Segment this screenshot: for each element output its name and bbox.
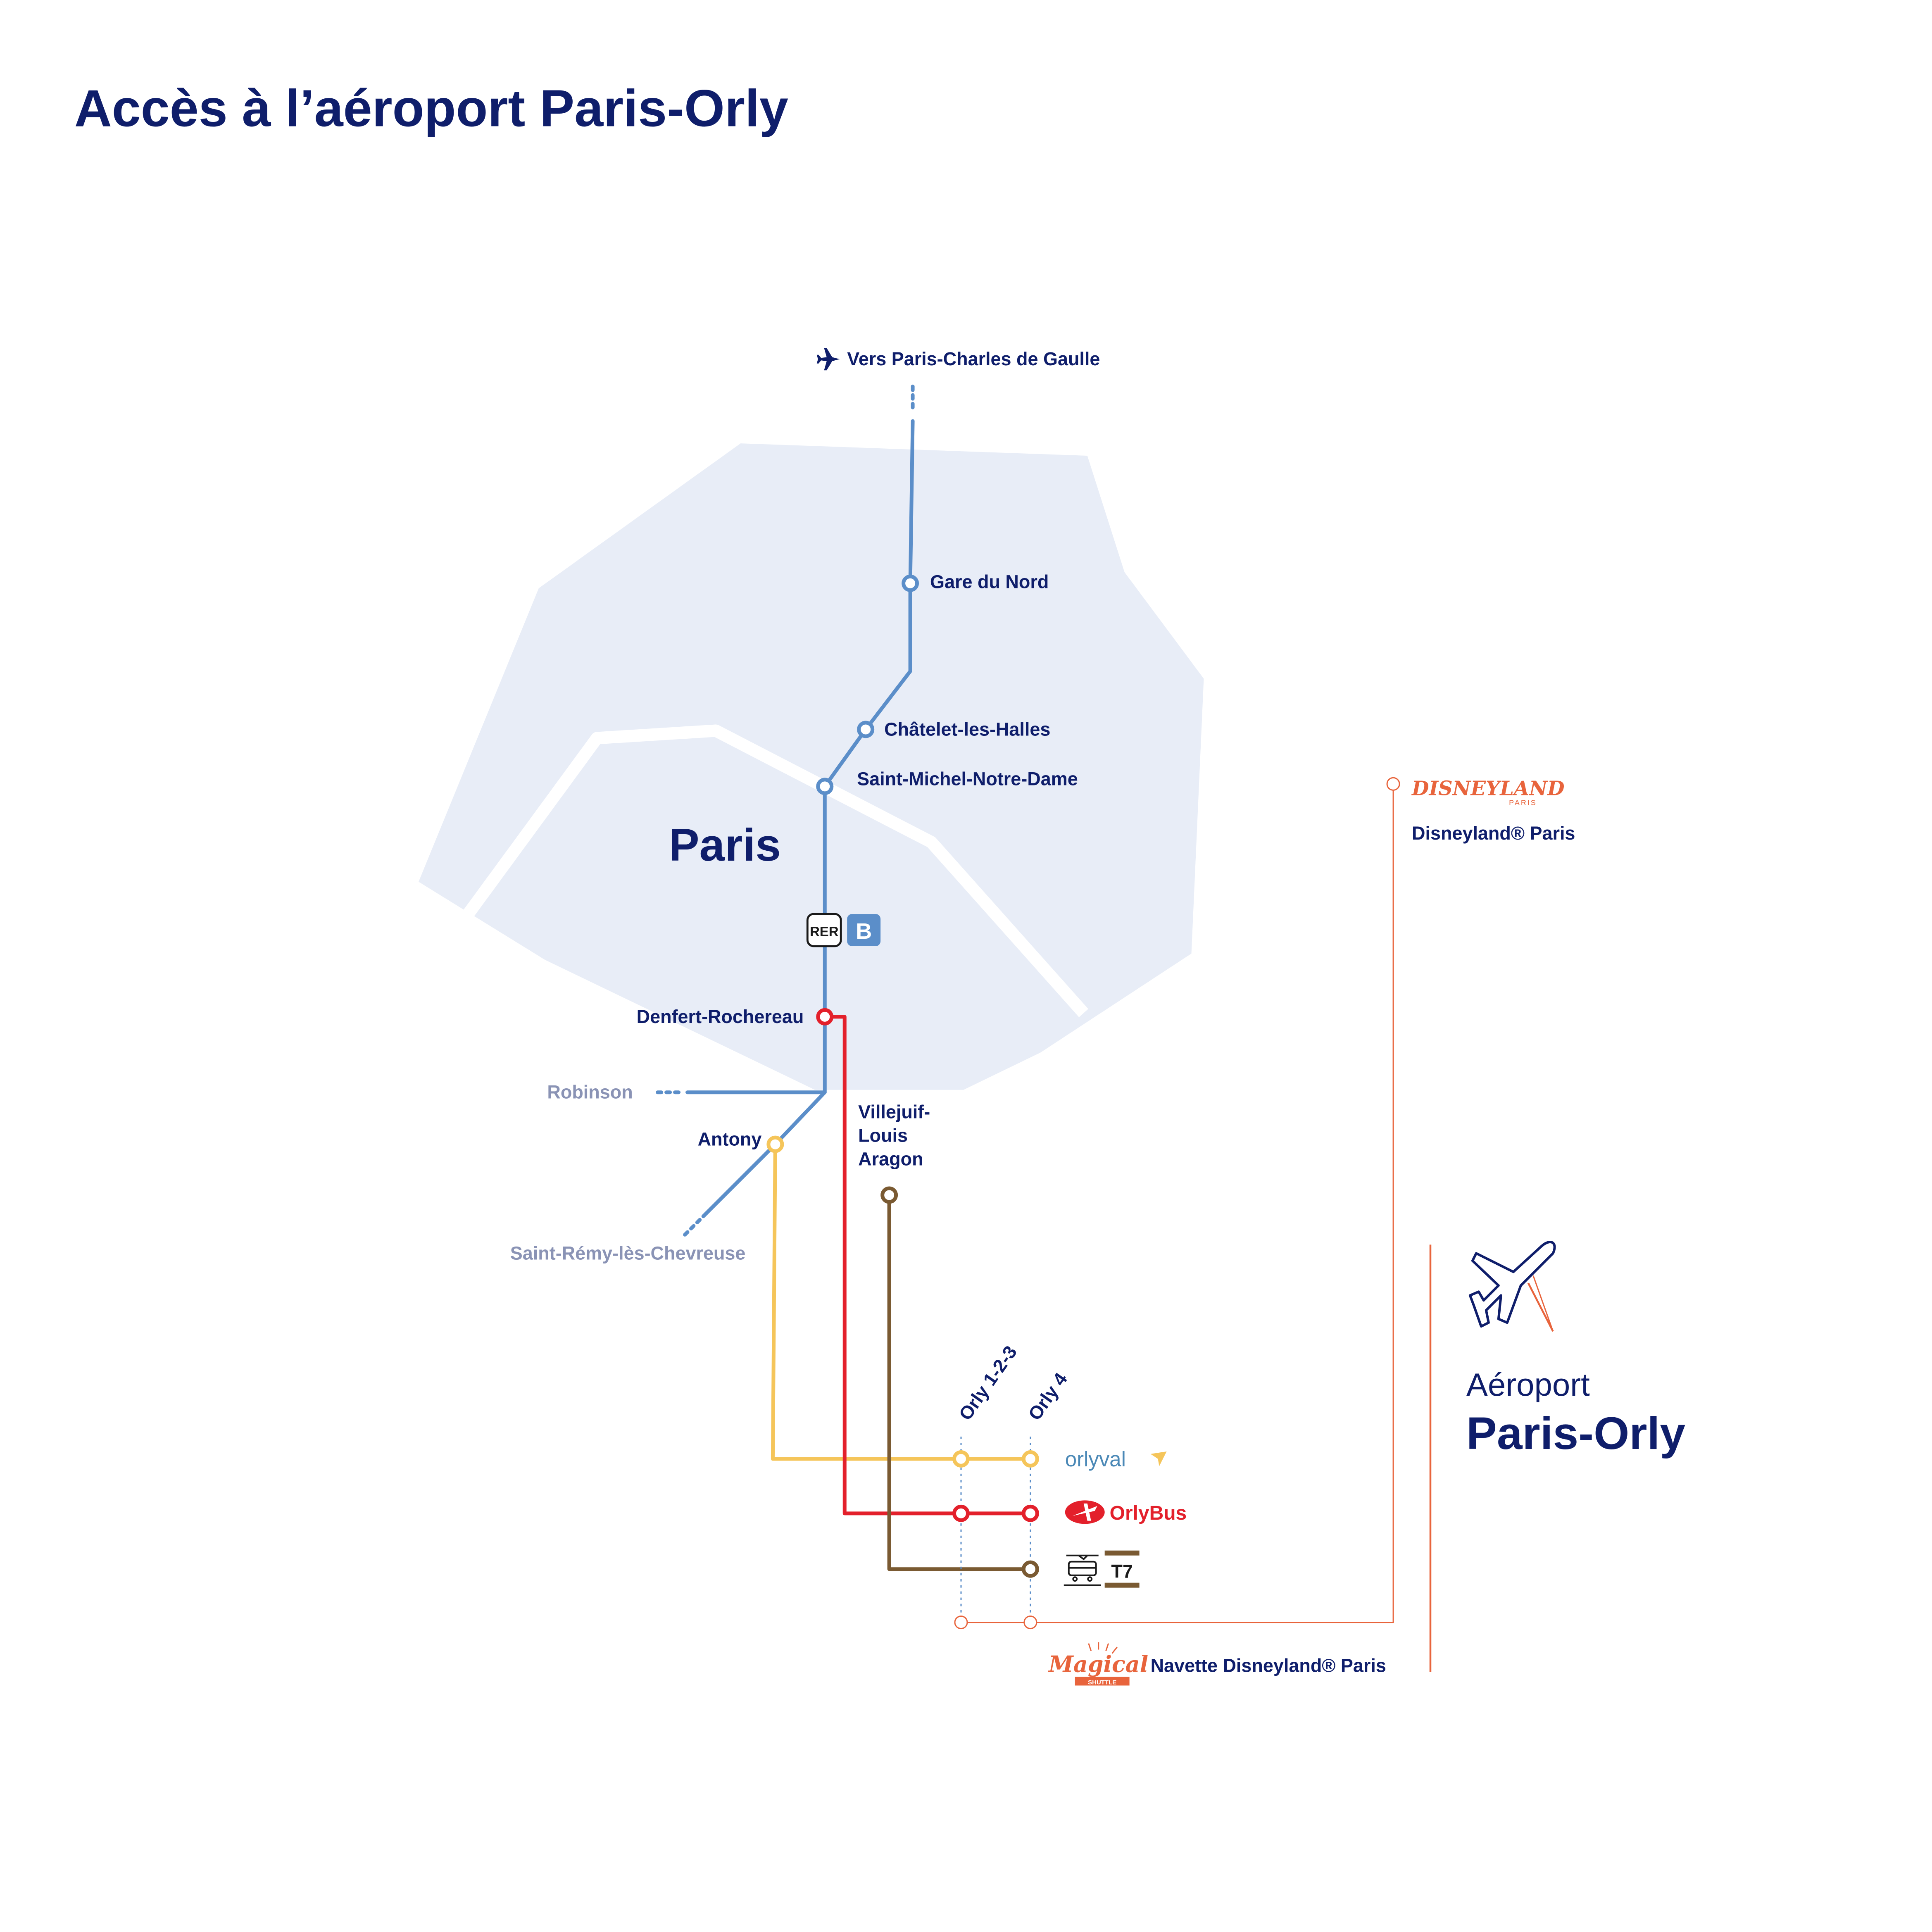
orlyval-arrow-icon bbox=[1150, 1451, 1167, 1466]
orlybus-line bbox=[825, 1015, 1030, 1516]
t7-bar-top bbox=[1104, 1550, 1140, 1556]
label-denfert: Denfert-Rochereau bbox=[637, 1006, 804, 1027]
label-villejuif-3: Aragon bbox=[858, 1149, 923, 1170]
station-saint-michel[interactable] bbox=[816, 778, 834, 795]
label-gare-du-nord: Gare du Nord bbox=[930, 571, 1049, 592]
magical-shuttle-logo: Magical SHUTTLE bbox=[1048, 1642, 1148, 1686]
orlybus-stop-4[interactable] bbox=[1021, 1504, 1039, 1522]
label-disneyland: Disneyland® Paris bbox=[1412, 823, 1575, 844]
rer-b-line bbox=[651, 384, 915, 1238]
shuttle-stops bbox=[954, 777, 1400, 1630]
orlyval-stop-1-2-3[interactable] bbox=[952, 1450, 970, 1468]
orlyval-logo: orlyval bbox=[1065, 1447, 1167, 1471]
orlybus-stop-1-2-3[interactable] bbox=[952, 1504, 970, 1522]
orlybus-logo-text: OrlyBus bbox=[1110, 1502, 1187, 1524]
station-antony[interactable] bbox=[766, 1135, 784, 1153]
tram-t7-line bbox=[887, 1195, 1030, 1571]
tram-icon bbox=[1064, 1554, 1101, 1586]
orlyval-logo-text: orlyval bbox=[1065, 1447, 1126, 1471]
city-label: Paris bbox=[669, 819, 781, 871]
station-gare-du-nord[interactable] bbox=[902, 574, 919, 592]
paris-ring-road bbox=[463, 724, 1088, 1017]
orlybus-logo: OrlyBus bbox=[1065, 1500, 1187, 1524]
rer-b-badge: RER B bbox=[806, 913, 881, 947]
station-denfert[interactable] bbox=[816, 1008, 834, 1025]
station-disneyland[interactable] bbox=[1386, 777, 1400, 791]
label-villejuif-2: Louis bbox=[858, 1125, 908, 1146]
paris-area bbox=[419, 443, 1204, 1090]
disney-logo-text: DISNEYLAND bbox=[1411, 777, 1565, 800]
rer-stations bbox=[816, 574, 919, 795]
page-title: Accès à l’aéroport Paris-Orly bbox=[74, 79, 788, 138]
rer-line-label: B bbox=[856, 919, 872, 944]
cdg-label: Vers Paris-Charles de Gaulle bbox=[847, 348, 1100, 369]
label-chatelet: Châtelet-les-Halles bbox=[884, 719, 1050, 740]
tram-logo: T7 bbox=[1064, 1550, 1140, 1588]
plane-icon bbox=[816, 348, 840, 371]
shuttle-stop-1-2-3[interactable] bbox=[954, 1616, 968, 1630]
t7-label: T7 bbox=[1111, 1561, 1133, 1582]
station-villejuif[interactable] bbox=[880, 1186, 898, 1204]
airport-plane-icon bbox=[1468, 1241, 1556, 1332]
rer-badge-label: RER bbox=[810, 924, 839, 939]
label-saint-michel: Saint-Michel-Notre-Dame bbox=[857, 768, 1078, 789]
t7-bar-bottom bbox=[1104, 1582, 1140, 1588]
label-saint-remy: Saint-Rémy-lès-Chevreuse bbox=[510, 1242, 746, 1263]
airport-line2: Paris-Orly bbox=[1466, 1408, 1685, 1459]
terminal-1-2-3-label: Orly 1-2-3 bbox=[954, 1342, 1021, 1424]
orlybus-logo-icon bbox=[1065, 1500, 1105, 1524]
station-chatelet[interactable] bbox=[857, 721, 875, 738]
terminal-stops bbox=[952, 1450, 1039, 1578]
orlyval-line bbox=[771, 1144, 1030, 1461]
label-antony: Antony bbox=[698, 1129, 762, 1150]
navette-label: Navette Disneyland® Paris bbox=[1151, 1655, 1386, 1676]
terminal-4-label: Orly 4 bbox=[1024, 1369, 1071, 1424]
magical-logo-sub: SHUTTLE bbox=[1088, 1679, 1116, 1686]
disneyland-logo: DISNEYLAND PARIS bbox=[1411, 777, 1565, 807]
airport-line1: Aéroport bbox=[1466, 1366, 1590, 1403]
tram-stop-4[interactable] bbox=[1021, 1560, 1039, 1578]
label-robinson: Robinson bbox=[547, 1082, 633, 1103]
magical-logo-text: Magical bbox=[1048, 1651, 1148, 1677]
shuttle-stop-4[interactable] bbox=[1023, 1616, 1037, 1630]
disney-shuttle-line bbox=[961, 784, 1394, 1623]
orlyval-stop-4[interactable] bbox=[1021, 1450, 1039, 1468]
label-villejuif-1: Villejuif- bbox=[858, 1102, 930, 1123]
disney-logo-sub: PARIS bbox=[1509, 798, 1537, 807]
